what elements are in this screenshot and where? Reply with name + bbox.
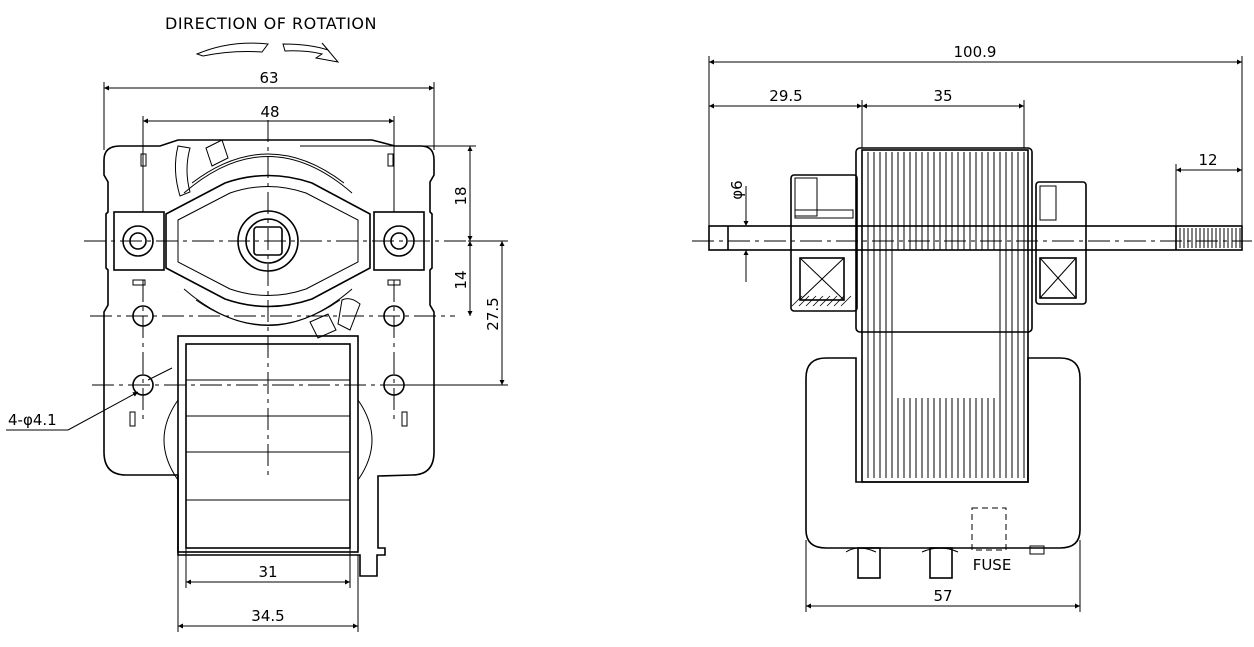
dim-34-5-label: 34.5 [251, 607, 284, 625]
coil-bulge-left [163, 399, 179, 481]
front-bearing-hatch [791, 295, 852, 307]
dim-57-label: 57 [933, 587, 952, 605]
hole-callout-label: 4-φ4.1 [8, 411, 57, 429]
rotation-arrow-right [282, 42, 340, 63]
hatch-line [826, 295, 838, 307]
dim-phi6-label: φ6 [728, 180, 746, 199]
leader-hole-callout [67, 391, 139, 431]
lamination-stack [861, 149, 1029, 483]
front-clip-base [794, 209, 854, 219]
dim-100-9-label: 100.9 [954, 43, 997, 61]
clip-top-left-2 [205, 139, 229, 167]
slot-br [401, 411, 408, 427]
rear-bearing-cross-2 [1039, 257, 1077, 299]
dim-18-label: 18 [452, 186, 470, 205]
rear-clip [1039, 185, 1057, 221]
winding-arc-bottom-2 [195, 299, 341, 326]
fuse-hidden-outline [971, 507, 1007, 551]
hatch-line [805, 295, 817, 307]
hatch-line [798, 295, 810, 307]
terminal-2 [929, 547, 953, 579]
hatch-line [812, 295, 824, 307]
terminal-3 [1029, 545, 1045, 555]
dim-29-5-label: 29.5 [769, 87, 802, 105]
hatch-line [791, 295, 803, 307]
front-bracket-outline [103, 139, 435, 577]
terminal-lead-2 [921, 547, 959, 553]
dim-14-label: 14 [452, 270, 470, 289]
front-view: 63 48 18 14 27.5 4-φ4.1 31 34.5 [6, 69, 508, 632]
stator-frame-inner [177, 186, 359, 296]
clip-bottom-right [337, 298, 361, 331]
winding-arc-top-2 [191, 153, 345, 184]
shaft-spline [1179, 228, 1241, 248]
front-clip [794, 177, 818, 217]
clip-bottom-right-2 [309, 313, 337, 339]
slot-ml [132, 279, 146, 286]
terminal-lead-1 [845, 547, 877, 553]
hatch-line [840, 295, 852, 307]
coil-bulge-right [357, 399, 373, 481]
hatch-line [819, 295, 831, 307]
front-bearing [799, 257, 845, 301]
rotation-title: DIRECTION OF ROTATION [165, 14, 377, 33]
leader-hole-tail [147, 367, 173, 381]
clip-top-left [174, 145, 191, 197]
dim-12-label: 12 [1198, 151, 1217, 169]
front-bearing-housing [790, 174, 858, 312]
dim-48-label: 48 [260, 103, 279, 121]
slot-tr [387, 153, 394, 167]
lamination-upper [855, 147, 1033, 333]
fuse-label: FUSE [973, 556, 1012, 574]
lamination-lines [867, 152, 1025, 478]
dim-63-label: 63 [259, 69, 278, 87]
terminal-1 [857, 547, 881, 579]
rear-bearing-housing [1035, 181, 1087, 305]
dim-31-label: 31 [258, 563, 277, 581]
stator-frame-outer [165, 174, 371, 308]
rotation-arrow-left [195, 42, 269, 57]
dim-35-label: 35 [933, 87, 952, 105]
slot-bl [129, 411, 136, 427]
side-view: FUSE 100.9 29.5 35 12 φ6 57 [692, 43, 1252, 612]
rear-bearing [1039, 257, 1077, 299]
coil-housing [805, 357, 1081, 549]
dim-27-5-label: 27.5 [484, 297, 502, 330]
front-bearing-cross-2 [799, 257, 845, 301]
hatch-line [833, 295, 845, 307]
